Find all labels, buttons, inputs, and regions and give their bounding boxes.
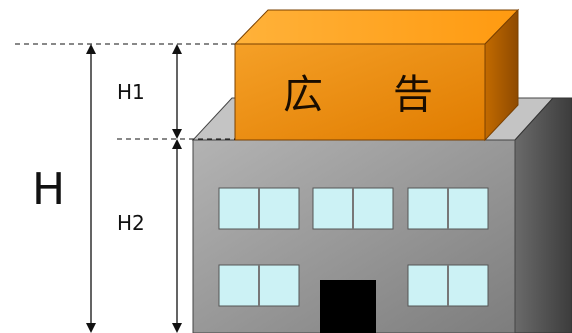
building-side [514, 97, 572, 333]
door [320, 280, 376, 333]
total-height-label: H [32, 164, 65, 215]
window [218, 264, 300, 307]
window [312, 187, 394, 230]
window [407, 187, 489, 230]
window [407, 264, 489, 307]
window [218, 187, 300, 230]
sign-height-dimension [172, 44, 182, 139]
sign-char-1: 広 [283, 72, 323, 118]
sign-box: 広 告 [233, 8, 520, 142]
sign-front [234, 43, 486, 141]
building-height-label: H2 [117, 211, 145, 235]
sign-char-2: 告 [393, 72, 433, 118]
sign-top [233, 9, 520, 45]
building-height-dimension [172, 139, 182, 333]
sign-height-label: H1 [117, 80, 145, 104]
total-height-dimension [86, 44, 96, 333]
